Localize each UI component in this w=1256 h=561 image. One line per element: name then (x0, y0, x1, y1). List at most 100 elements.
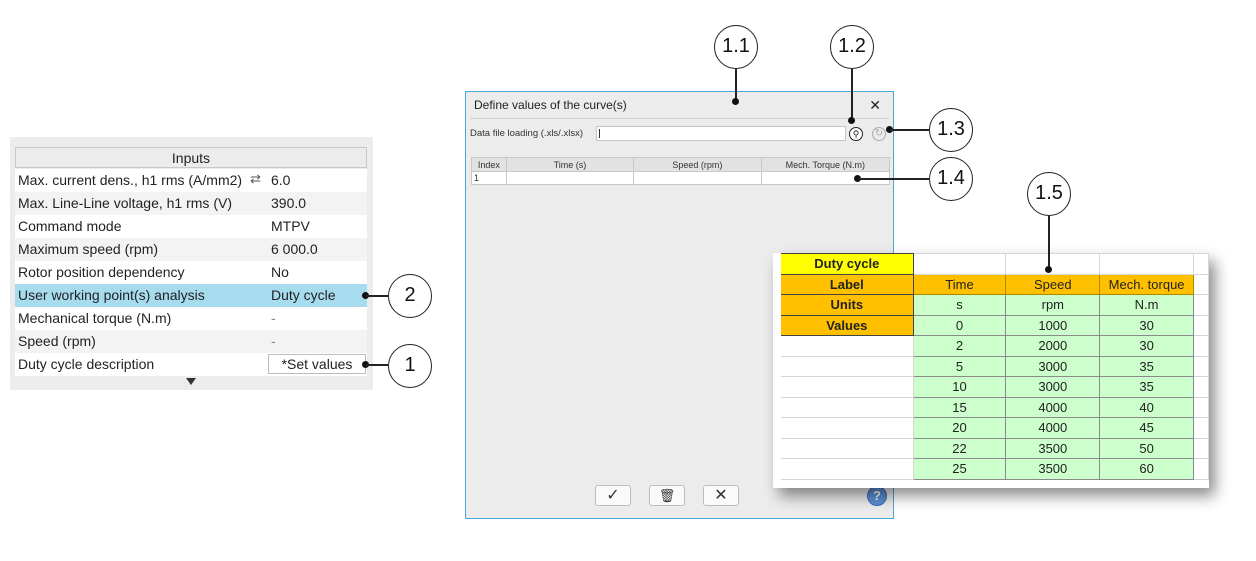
table-cell-time[interactable] (505, 171, 635, 185)
sheet-cell-speed[interactable]: 3500 (1005, 458, 1101, 480)
trash-icon: 🗑 (658, 488, 676, 503)
input-row-label: Max. current dens., h1 rms (A/mm2) (18, 172, 243, 188)
input-row-rotor-position-dependency[interactable]: Rotor position dependency No (15, 261, 367, 284)
sheet-cell-torque[interactable]: 35 (1099, 355, 1194, 377)
callout-1-3-leader (890, 129, 929, 131)
input-row-value[interactable]: - (271, 310, 276, 326)
sheet-label-header[interactable]: Label (779, 273, 914, 295)
delete-button[interactable]: 🗑 (649, 485, 685, 506)
close-icon[interactable]: ✕ (869, 97, 881, 113)
sheet-cell-time[interactable]: 25 (912, 458, 1007, 480)
sheet-cell-time[interactable]: 20 (912, 417, 1007, 439)
sheet-cell-speed[interactable]: 2000 (1005, 335, 1101, 357)
scroll-down-arrow-icon[interactable] (186, 378, 196, 385)
callout-1-5: 1.5 (1027, 172, 1071, 216)
sheet-cell-torque[interactable]: 30 (1099, 335, 1194, 357)
table-cell-speed[interactable] (633, 171, 762, 185)
callout-1-5-anchor (1045, 266, 1052, 273)
sheet-cell-time[interactable]: 5 (912, 355, 1007, 377)
callout-1-1: 1.1 (714, 25, 758, 69)
callout-1-4-anchor (854, 175, 861, 182)
sheet-value-row: 10 3000 35 (773, 376, 1209, 398)
input-row-command-mode[interactable]: Command mode MTPV (15, 215, 367, 238)
data-file-input[interactable] (596, 126, 846, 141)
callout-1-4-leader (858, 178, 929, 180)
column-header-index[interactable]: Index (471, 157, 507, 172)
sheet-units-time[interactable]: s (912, 294, 1007, 316)
browse-file-icon[interactable]: ⚲ (849, 127, 863, 141)
input-row-mechanical-torque[interactable]: Mechanical torque (N.m) - (15, 307, 367, 330)
sheet-cell-speed[interactable]: 3000 (1005, 355, 1101, 377)
callout-1-1-anchor (732, 98, 739, 105)
sheet-cell-speed[interactable]: 1000 (1005, 314, 1101, 336)
sheet-title-cell[interactable]: Duty cycle (779, 253, 914, 275)
input-row-speed[interactable]: Speed (rpm) - (15, 330, 367, 353)
sheet-cell-time[interactable]: 22 (912, 437, 1007, 459)
dialog-separator (470, 118, 889, 119)
sheet-cell-speed[interactable]: 4000 (1005, 396, 1101, 418)
input-row-duty-cycle-description: Duty cycle description *Set values (15, 353, 367, 376)
text-caret (599, 129, 600, 138)
set-values-button[interactable]: *Set values (268, 354, 366, 374)
column-header-mech-torque[interactable]: Mech. Torque (N.m) (760, 157, 891, 172)
sheet-cell-torque[interactable]: 45 (1099, 417, 1194, 439)
input-row-value[interactable]: 6 000.0 (271, 241, 318, 257)
input-row-working-point-analysis[interactable]: User working point(s) analysis Duty cycl… (15, 284, 367, 307)
refresh-icon[interactable]: ↻ (872, 127, 886, 141)
input-row-value[interactable]: MTPV (271, 218, 310, 234)
sheet-cell-time[interactable]: 0 (912, 314, 1007, 336)
dialog-title: Define values of the curve(s) (474, 98, 627, 112)
sheet-value-row: 2 2000 30 (773, 335, 1209, 357)
cancel-x-icon: ✕ (714, 487, 728, 504)
sheet-cell-torque[interactable]: 60 (1099, 458, 1194, 480)
sheet-cell-torque[interactable]: 35 (1099, 376, 1194, 398)
callout-1-leader (366, 364, 388, 366)
input-row-max-current-density[interactable]: Max. current dens., h1 rms (A/mm2) ⇄ 6.0 (15, 169, 367, 192)
callout-1-5-leader (1048, 216, 1050, 268)
sheet-row-units: Units s rpm N.m (773, 294, 1209, 316)
sheet-cell-torque[interactable]: 40 (1099, 396, 1194, 418)
input-row-value[interactable]: No (271, 264, 289, 280)
column-header-speed[interactable]: Speed (rpm) (633, 157, 762, 172)
sheet-units-speed[interactable]: rpm (1005, 294, 1101, 316)
sheet-label-speed[interactable]: Speed (1005, 273, 1101, 295)
sheet-cell-speed[interactable]: 3000 (1005, 376, 1101, 398)
cancel-button[interactable]: ✕ (703, 485, 739, 506)
sheet-cell-torque[interactable]: 30 (1099, 314, 1194, 336)
sheet-row-title: Duty cycle (773, 253, 1209, 275)
sheet-value-row: 20 4000 45 (773, 417, 1209, 439)
sheet-cell-speed[interactable]: 4000 (1005, 417, 1101, 439)
swap-arrows-icon[interactable]: ⇄ (250, 171, 261, 186)
sheet-cell-time[interactable]: 2 (912, 335, 1007, 357)
input-row-label: Max. Line-Line voltage, h1 rms (V) (18, 195, 232, 211)
table-cell-index: 1 (471, 171, 507, 185)
input-row-maximum-speed[interactable]: Maximum speed (rpm) 6 000.0 (15, 238, 367, 261)
help-icon[interactable]: ? (867, 486, 887, 506)
callout-2: 2 (388, 274, 432, 318)
sheet-label-torque[interactable]: Mech. torque (1099, 273, 1194, 295)
sheet-cell-speed[interactable]: 3500 (1005, 437, 1101, 459)
sheet-cell-time[interactable]: 15 (912, 396, 1007, 418)
column-header-time[interactable]: Time (s) (505, 157, 635, 172)
input-row-value[interactable]: 6.0 (271, 172, 291, 188)
input-row-value[interactable]: Duty cycle (271, 287, 336, 303)
sheet-cell-torque[interactable]: 50 (1099, 437, 1194, 459)
sheet-units-header[interactable]: Units (779, 294, 914, 316)
checkmark-icon: ✓ (606, 487, 620, 504)
ok-button[interactable]: ✓ (595, 485, 631, 506)
input-row-value[interactable]: 390.0 (271, 195, 307, 211)
duty-cycle-spreadsheet: Duty cycle Label Time Speed Mech. torque… (773, 253, 1209, 488)
input-row-label: User working point(s) analysis (18, 287, 205, 303)
input-row-value[interactable]: - (271, 333, 276, 349)
sheet-values-header[interactable]: Values (779, 314, 914, 336)
sheet-units-torque[interactable]: N.m (1099, 294, 1194, 316)
sheet-label-time[interactable]: Time (912, 273, 1007, 295)
table-row: 1 (471, 171, 891, 185)
callout-1-2: 1.2 (830, 25, 874, 69)
sheet-value-row: 22 3500 50 (773, 437, 1209, 459)
input-row-label: Duty cycle description (18, 356, 155, 372)
callout-1: 1 (388, 344, 432, 388)
input-row-max-line-voltage[interactable]: Max. Line-Line voltage, h1 rms (V) 390.0 (15, 192, 367, 215)
inputs-rows: Max. current dens., h1 rms (A/mm2)⇄ 6.0 … (15, 169, 367, 376)
sheet-cell-time[interactable]: 10 (912, 376, 1007, 398)
